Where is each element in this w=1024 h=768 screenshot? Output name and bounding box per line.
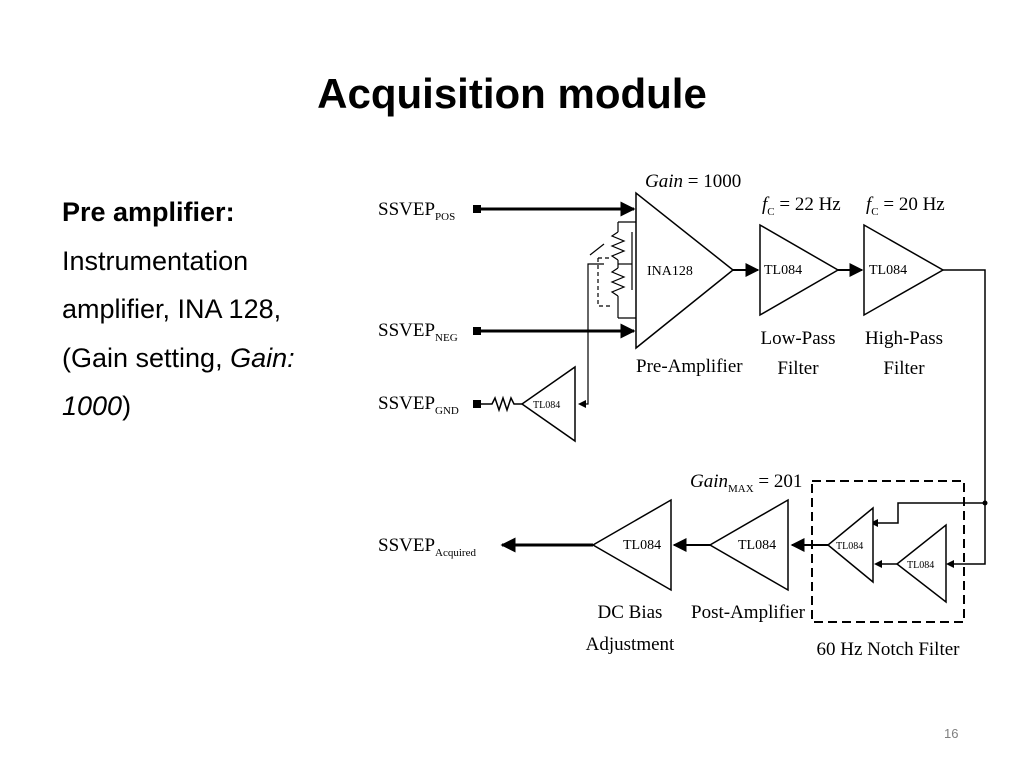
dc-bias-caption-2: Adjustment (586, 634, 675, 655)
fc-high-label: fC = 20 Hz (866, 194, 945, 218)
notch-left-label: TL084 (836, 541, 863, 552)
highpass-amp-label: TL084 (869, 263, 907, 278)
pre-amplifier-caption: Pre-Amplifier (636, 356, 743, 377)
notch-right-amplifier (895, 523, 947, 604)
wire-junction-to-notch-left (874, 502, 985, 524)
fc-low-label: fC = 22 Hz (762, 194, 841, 218)
terminal-pos (473, 205, 481, 213)
dc-bias-amp-label: TL084 (623, 538, 661, 553)
post-amplifier-caption: Post-Amplifier (691, 602, 806, 623)
terminal-gnd (473, 400, 481, 408)
notch-left-input-arrow (870, 519, 878, 527)
notch-filter-caption: 60 Hz Notch Filter (816, 639, 960, 660)
post-amp-label: TL084 (738, 538, 776, 553)
ref-arrow (578, 400, 586, 408)
description-line-4: 1000) (62, 382, 362, 431)
highpass-caption-2: Filter (883, 358, 925, 379)
ina128-label: INA128 (647, 264, 693, 279)
lowpass-caption-2: Filter (777, 358, 819, 379)
lowpass-caption-1: Low-Pass (761, 328, 836, 349)
notch-input-arrow (946, 560, 954, 568)
description-line-3: (Gain setting, Gain: (62, 334, 362, 383)
input-label-pos: SSVEPPOS (378, 199, 455, 223)
description-line-3-italic: Gain: (230, 342, 295, 373)
pre-amplifier-description: Pre amplifier: Instrumentation amplifier… (62, 188, 362, 431)
dc-bias-caption-1: DC Bias (598, 602, 663, 623)
lowpass-amp-label: TL084 (764, 263, 802, 278)
highpass-caption-1: High-Pass (865, 328, 943, 349)
ref-wire (582, 263, 604, 405)
description-line-2: amplifier, INA 128, (62, 294, 282, 324)
description-line-4-italic: 1000 (62, 391, 123, 421)
description-line-3-prefix: (Gain setting, (62, 342, 231, 373)
ina128-amplifier (635, 191, 735, 350)
input-label-neg: SSVEPNEG (378, 320, 458, 344)
wire-highpass-to-notch (943, 269, 986, 565)
pre-amplifier-heading: Pre amplifier: (62, 197, 235, 227)
ground-buffer-amplifier (520, 365, 576, 443)
highpass-amplifier (863, 223, 945, 317)
gain-top-label: Gain = 1000 (645, 171, 741, 192)
lowpass-amplifier (759, 223, 840, 317)
gain-max-label: GainMAX = 201 (690, 471, 802, 495)
description-line-1: Instrumentation (62, 245, 249, 276)
post-amplifier (708, 498, 789, 592)
output-label: SSVEPAcquired (378, 535, 476, 559)
ground-buffer-label: TL084 (533, 400, 560, 411)
notch-filter-box (811, 480, 965, 623)
page-number: 16 (944, 726, 959, 741)
notch-left-amplifier (826, 506, 874, 584)
ground-resistor (481, 395, 522, 413)
gain-resistor-network (589, 221, 636, 319)
dc-bias-amplifier (591, 498, 672, 592)
input-label-gnd: SSVEPGND (378, 393, 459, 417)
terminal-neg (473, 327, 481, 335)
slide-title: Acquisition module (317, 70, 707, 117)
description-line-4-suffix: ) (122, 391, 132, 421)
notch-right-label: TL084 (907, 560, 934, 571)
notch-inner-arrow (874, 560, 882, 568)
